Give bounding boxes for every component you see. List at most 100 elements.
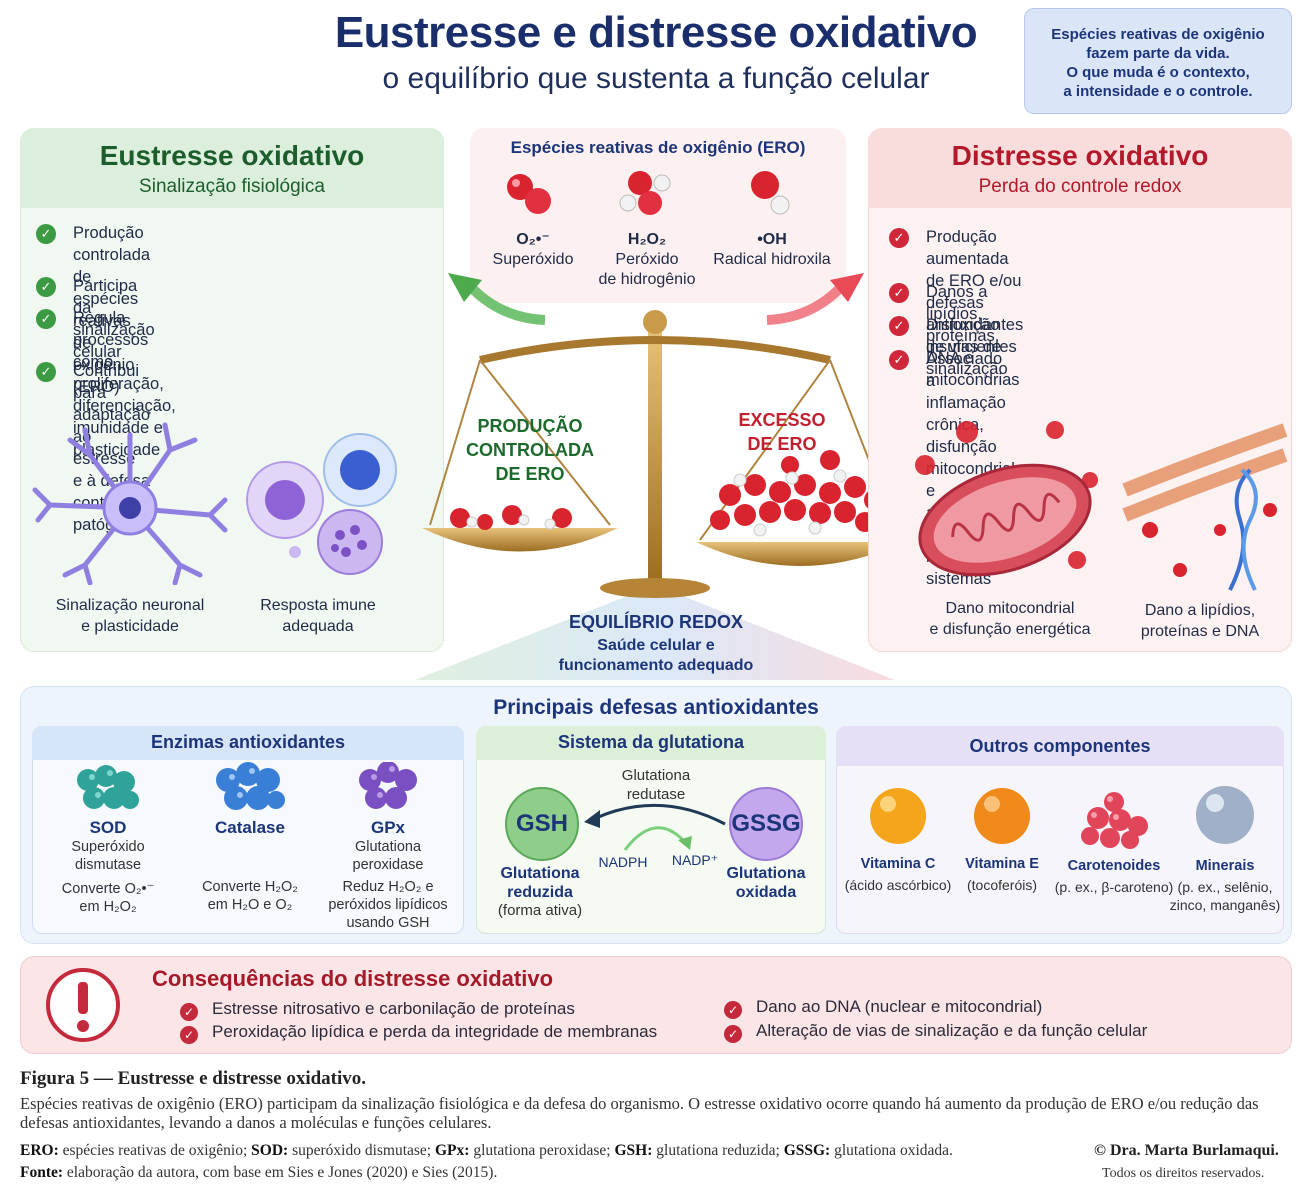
enzymes-box (32, 726, 464, 934)
gpx-description: Reduz H₂O₂ e peróxidos lipídicos usando … (328, 879, 448, 931)
consequence-item: ✓Peroxidação lipídica e perda da integri… (180, 1022, 657, 1044)
check-icon: ✓ (889, 350, 909, 370)
check-icon: ✓ (889, 283, 909, 303)
consequence-item: ✓Alteração de vias de sinalização e da f… (724, 1021, 1147, 1043)
figure-title: Figura 5 — Eustresse e distresse oxidati… (20, 1068, 367, 1089)
page-title: Eustresse e distresse oxidativo (334, 8, 978, 57)
copyright: © Dra. Marta Burlamaqui. (1094, 1142, 1279, 1159)
vitamin-c-sphere-icon (870, 788, 926, 844)
glutathione-cycle-diagram (505, 787, 803, 861)
check-icon: ✓ (889, 228, 909, 248)
check-icon: ✓ (724, 1025, 742, 1043)
arrow-right-red-icon (766, 273, 864, 325)
figure-description: Espécies reativas de oxigênio (ERO) part… (20, 1094, 1259, 1132)
minerals-name: Minerais (1195, 858, 1255, 874)
intro-note-box: Espécies reativas de oxigênio fazem part… (1024, 8, 1292, 114)
neuron-caption: Sinalização neuronal e plasticidade (55, 597, 205, 635)
nadp-label: NADP⁺ (671, 852, 719, 868)
gpx-protein-icon (359, 762, 417, 809)
ros-panel (470, 128, 846, 303)
eustress-title: Eustresse oxidativo (99, 140, 365, 171)
consequences-panel (20, 956, 1292, 1054)
glutathione-reductase-label: Glutationa redutase (621, 767, 691, 803)
distress-subtitle: Perda do controle redox (978, 176, 1182, 197)
enzymes-box-header (32, 726, 464, 760)
ros-title: Espécies reativas de oxigênio (ERO) (510, 138, 806, 157)
check-icon: ✓ (36, 224, 56, 244)
balance-left-label: PRODUÇÃO CONTROLADA DE ERO (466, 416, 594, 484)
other-components-title: Outros componentes (969, 736, 1151, 756)
figure-source: Fonte: elaboração da autora, com base em… (20, 1164, 498, 1181)
superoxide-molecule (507, 174, 551, 214)
superoxide-formula: O₂•⁻ (516, 231, 550, 248)
vitamin-e-description: (tocoferóis) (966, 877, 1038, 893)
gsh-label: GSH (515, 810, 568, 837)
membrane-dna-caption: Dano a lipídios, proteínas e DNA (1140, 602, 1260, 640)
defenses-title: Principais defesas antioxidantes (493, 696, 819, 719)
ros-molecules (507, 171, 790, 215)
catalase-protein-icon (216, 762, 285, 810)
vitamin-e-sphere-icon (974, 788, 1030, 844)
gsh-note: (forma ativa) (497, 902, 583, 919)
sod-protein-icon (77, 765, 139, 809)
distress-panel-header (868, 128, 1292, 208)
enzymes-title: Enzimas antioxidantes (150, 732, 346, 752)
check-icon: ✓ (36, 362, 56, 382)
consequence-item: ✓Dano ao DNA (nuclear e mitocondrial) (724, 997, 1042, 1019)
sod-full-name: Superóxido dismutase (71, 839, 145, 873)
sod-name: SOD (89, 818, 127, 837)
immune-caption: Resposta imune adequada (260, 597, 376, 635)
neuron-illustration (32, 422, 228, 585)
check-icon: ✓ (724, 1001, 742, 1019)
other-components-box-header (836, 726, 1284, 766)
gpx-full-name: Glutationa peroxidase (352, 839, 424, 873)
catalase-description: Converte H₂O₂ em H₂O e O₂ (202, 879, 298, 913)
sod-description: Converte O₂•⁻ em H₂O₂ (61, 881, 155, 915)
minerals-sphere-icon (1196, 786, 1254, 844)
hydrogen-peroxide-molecule (619, 171, 671, 215)
carotenoids-description: (p. ex., β-caroteno) (1054, 879, 1174, 895)
gpx-name: GPx (370, 818, 406, 837)
consequence-item: ✓Estresse nitrosativo e carbonilação de … (180, 999, 575, 1021)
h2o2-formula: H₂O₂ (627, 231, 667, 248)
carotenoids-name: Carotenoides (1067, 858, 1161, 874)
superoxide-name: Superóxido (492, 251, 574, 268)
glutathione-title: Sistema da glutationa (557, 732, 745, 752)
rights-reserved: Todos os direitos reservados. (1102, 1166, 1265, 1181)
redox-balance-scale (415, 310, 904, 680)
redox-balance-text: Saúde celular e funcionamento adequado (558, 637, 754, 674)
check-icon: ✓ (180, 1003, 198, 1021)
consequences-title: Consequências do distresse oxidativo (152, 966, 554, 991)
vitamin-e-name: Vitamina E (965, 856, 1039, 872)
check-icon: ✓ (180, 1026, 198, 1044)
eustress-panel-header (20, 128, 444, 208)
page-subtitle: o equilíbrio que sustenta a função celul… (382, 62, 930, 95)
damaged-mitochondria-illustration (915, 421, 1098, 577)
gssg-label: GSSG (731, 810, 801, 837)
arrow-left-green-icon (448, 273, 546, 325)
eustress-subtitle: Sinalização fisiológica (139, 176, 325, 197)
figure-abbreviations: ERO: espécies reativas de oxigênio; SOD:… (20, 1142, 953, 1159)
nadph-label: NADPH (598, 854, 648, 870)
hydroxyl-name: Radical hidroxila (713, 251, 831, 268)
distress-title: Distresse oxidativo (951, 140, 1209, 171)
redox-balance-title: EQUILÍBRIO REDOX (568, 612, 743, 632)
minerals-description: (p. ex., selênio, zinco, manganês) (1169, 879, 1281, 913)
hydroxyl-molecule (751, 171, 790, 215)
check-icon: ✓ (36, 309, 56, 329)
catalase-name: Catalase (215, 818, 285, 837)
check-icon: ✓ (36, 277, 56, 297)
damaged-membrane-dna-illustration (1122, 423, 1288, 591)
immune-cells-illustration (246, 433, 397, 575)
warning-exclamation-icon (46, 968, 120, 1042)
vitamin-c-name: Vitamina C (860, 856, 936, 872)
gssg-description: Glutationa oxidada (726, 865, 806, 901)
hydroxyl-formula: •OH (757, 231, 787, 248)
balance-right-label: EXCESSO DE ERO (738, 410, 826, 454)
glutathione-box-header (476, 726, 826, 760)
carotenoids-cluster-icon (1081, 792, 1148, 849)
mitochondria-caption: Dano mitocondrial e disfunção energética (929, 600, 1091, 638)
check-icon: ✓ (889, 316, 909, 336)
h2o2-name: Peróxido de hidrogênio (598, 251, 696, 288)
intro-note-text: Espécies reativas de oxigênio fazem part… (1051, 26, 1265, 100)
